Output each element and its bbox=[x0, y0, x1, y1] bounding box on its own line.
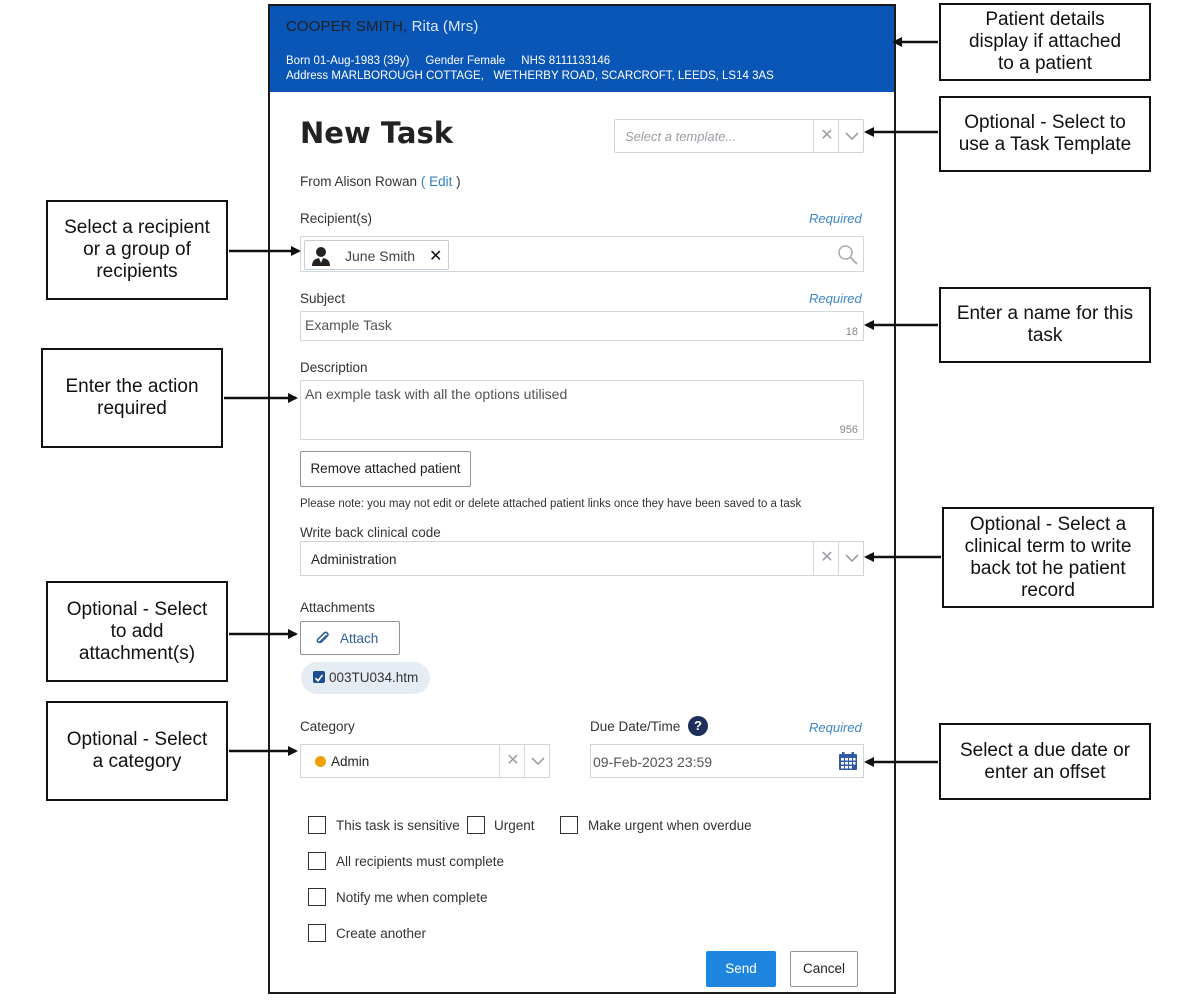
due-date-required: Required bbox=[809, 720, 862, 735]
edit-link[interactable]: Edit bbox=[429, 174, 453, 189]
patient-link-note: Please note: you may not edit or delete … bbox=[300, 498, 802, 510]
description-char-count: 956 bbox=[839, 424, 858, 436]
calendar-icon[interactable] bbox=[838, 751, 858, 776]
description-textarea[interactable]: An exmple task with all the options util… bbox=[300, 380, 864, 440]
subject-required: Required bbox=[809, 291, 862, 306]
urgent-label: Urgent bbox=[494, 818, 535, 833]
attach-button[interactable]: Attach bbox=[300, 621, 400, 655]
page-title: New Task bbox=[300, 116, 453, 150]
patient-name: COOPER SMITH, Rita (Mrs) bbox=[286, 18, 479, 35]
attachment-chip[interactable]: 003TU034.htm bbox=[301, 662, 430, 694]
checked-file-icon bbox=[313, 671, 325, 683]
all-complete-label: All recipients must complete bbox=[336, 854, 505, 869]
category-select[interactable]: Admin ✕ bbox=[300, 744, 550, 778]
subject-label: Subject bbox=[300, 291, 346, 306]
chevron-down-icon[interactable] bbox=[838, 120, 865, 152]
recipients-required: Required bbox=[809, 211, 862, 226]
notify-checkbox[interactable] bbox=[308, 888, 326, 906]
create-another-checkbox[interactable] bbox=[308, 924, 326, 942]
patient-banner bbox=[270, 6, 894, 92]
from-line: From Alison Rowan ( Edit ) bbox=[300, 174, 461, 189]
due-date-input[interactable]: 09-Feb-2023 23:59 bbox=[590, 744, 864, 778]
description-label: Description bbox=[300, 360, 368, 375]
sensitive-label: This task is sensitive bbox=[336, 818, 460, 833]
due-date-label: Due Date/Time bbox=[590, 719, 681, 734]
category-label: Category bbox=[300, 719, 355, 734]
chevron-down-icon[interactable] bbox=[838, 542, 865, 575]
send-button[interactable]: Send bbox=[706, 951, 776, 987]
all-complete-checkbox[interactable] bbox=[308, 852, 326, 870]
writeback-label: Write back clinical code bbox=[300, 525, 441, 540]
clear-icon[interactable]: ✕ bbox=[813, 120, 840, 152]
chevron-down-icon[interactable] bbox=[524, 745, 551, 777]
template-placeholder: Select a template... bbox=[625, 129, 737, 144]
paperclip-icon bbox=[314, 630, 330, 650]
create-another-label: Create another bbox=[336, 926, 427, 941]
category-color-dot bbox=[315, 756, 326, 767]
urgent-overdue-label: Make urgent when overdue bbox=[588, 818, 752, 833]
attachments-label: Attachments bbox=[300, 600, 376, 615]
recipient-chip: June Smith ✕ bbox=[304, 240, 449, 270]
recipients-label: Recipient(s) bbox=[300, 211, 373, 226]
recipient-name: June Smith bbox=[345, 248, 416, 264]
subject-char-count: 18 bbox=[845, 326, 858, 338]
subject-input[interactable]: Example Task 18 bbox=[300, 311, 864, 341]
urgent-checkbox[interactable] bbox=[467, 816, 485, 834]
writeback-select[interactable]: Administration ✕ bbox=[300, 541, 864, 576]
patient-address: Address MARLBOROUGH COTTAGE, WETHERBY RO… bbox=[286, 70, 774, 82]
template-select[interactable]: Select a template... ✕ bbox=[614, 119, 864, 153]
clear-icon[interactable]: ✕ bbox=[499, 745, 526, 777]
help-icon[interactable]: ? bbox=[688, 716, 708, 736]
notify-label: Notify me when complete bbox=[336, 890, 488, 905]
new-task-dialog bbox=[268, 4, 896, 994]
clear-icon[interactable]: ✕ bbox=[813, 542, 840, 575]
user-icon bbox=[310, 245, 332, 272]
cancel-button[interactable]: Cancel bbox=[790, 951, 858, 987]
remove-patient-button[interactable]: Remove attached patient bbox=[300, 451, 471, 487]
patient-demographics: Born 01-Aug-1983 (39y) Gender Female NHS… bbox=[286, 55, 611, 67]
search-icon[interactable] bbox=[837, 244, 859, 271]
close-icon[interactable]: ✕ bbox=[429, 248, 443, 265]
urgent-overdue-checkbox[interactable] bbox=[560, 816, 578, 834]
sensitive-checkbox[interactable] bbox=[308, 816, 326, 834]
